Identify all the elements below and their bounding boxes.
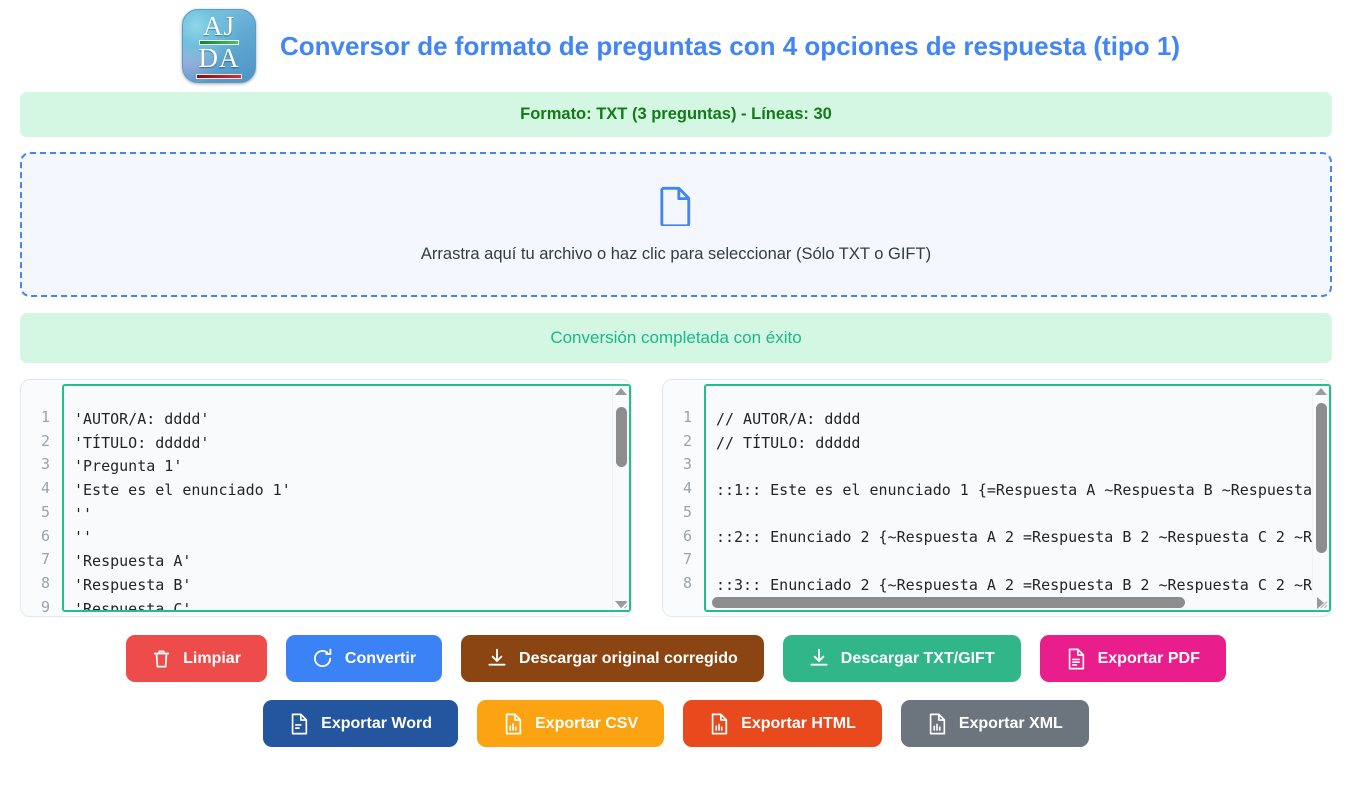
line-number: 1: [40, 408, 50, 426]
file-html-icon: [709, 713, 729, 735]
line-number: 5: [682, 502, 692, 521]
left-scroll-thumb[interactable]: [615, 407, 627, 467]
file-word-icon: [289, 713, 309, 735]
editors-container: 1 2 3 4 5 6 7 8 9 'AUTOR/A: dddd' 'TÍTULO: ddddd'…: [20, 379, 1332, 617]
convert-button[interactable]: Convertir: [285, 635, 443, 682]
line-number: 9: [40, 597, 50, 616]
right-horizontal-scrollbar[interactable]: [705, 595, 1312, 610]
button-label: Exportar Word: [321, 714, 432, 732]
status-message-text: Conversión completada con éxito: [550, 328, 802, 347]
line-number: 3: [682, 455, 692, 474]
button-label: Exportar PDF: [1097, 649, 1200, 667]
action-buttons-row-1: Limpiar Convertir Descargar original corre…: [20, 635, 1332, 682]
status-message: Conversión completada con éxito: [20, 313, 1332, 363]
file-pdf-icon: [1066, 648, 1086, 670]
file-dropzone[interactable]: Arrastra aquí tu archivo o haz clic para…: [20, 152, 1332, 297]
line-number: 4: [40, 479, 50, 498]
refresh-icon: [312, 648, 333, 669]
line-number: 6: [682, 526, 692, 545]
code-line: '': [74, 528, 93, 547]
logo-bottom-letters: DA: [198, 43, 240, 73]
page-title: Conversor de formato de preguntas con 4 …: [279, 30, 1181, 61]
code-line: 'Respuesta C': [74, 599, 192, 611]
code-line: 'Pregunta 1': [74, 457, 183, 476]
line-number: 6: [40, 526, 50, 545]
line-number: 5: [40, 502, 50, 521]
left-line-numbers: 1 2 3 4 5 6 7 8 9: [25, 384, 61, 616]
left-vertical-scrollbar[interactable]: [611, 386, 629, 610]
line-number: 2: [682, 431, 692, 450]
line-number: 7: [40, 550, 50, 569]
dropzone-label: Arrastra aquí tu archivo o haz clic para…: [420, 244, 932, 263]
line-number: 7: [682, 550, 692, 569]
export-xml-button[interactable]: Exportar XML: [900, 700, 1089, 747]
format-info-text: Formato: TXT (3 preguntas) - Líneas: 30: [520, 105, 832, 123]
button-label: Descargar original corregido: [519, 649, 738, 667]
button-label: Exportar CSV: [535, 714, 639, 732]
line-number: 4: [682, 479, 692, 498]
code-line: 'Este es el enunciado 1': [74, 481, 291, 500]
export-html-button[interactable]: Exportar HTML: [683, 700, 882, 747]
code-line: [716, 550, 1312, 574]
line-number: 3: [40, 455, 50, 474]
file-xml-icon: [927, 713, 947, 735]
code-line: ::3:: Enunciado 2 {~Respuesta A 2 =Respu…: [715, 575, 1312, 594]
scroll-up-arrow-icon[interactable]: [1315, 388, 1327, 395]
button-label: Descargar TXT/GIFT: [840, 649, 995, 667]
converted-gift-editor[interactable]: // AUTOR/A: dddd// TÍTULO: ddddd::1:: Es…: [703, 384, 1331, 612]
code-line: [716, 503, 1312, 527]
line-number: 8: [682, 573, 692, 592]
right-hscroll-thumb[interactable]: [711, 597, 1185, 608]
download-txt-gift-button[interactable]: Descargar TXT/GIFT: [782, 635, 1021, 682]
line-number: 8: [40, 573, 50, 592]
code-line: 'Respuesta A': [74, 552, 192, 571]
code-line: 'Respuesta B': [74, 575, 192, 594]
logo-red-bar: [195, 74, 242, 79]
button-label: Limpiar: [183, 649, 241, 667]
scroll-right-arrow-icon[interactable]: [1317, 596, 1324, 609]
button-label: Exportar HTML: [741, 714, 856, 732]
scroll-down-arrow-icon[interactable]: [614, 601, 627, 608]
code-line: ::2:: Enunciado 2 {~Respuesta A 2 =Respu…: [715, 528, 1312, 547]
download-icon: [809, 648, 829, 669]
right-scroll-thumb[interactable]: [1316, 403, 1327, 553]
download-icon: [487, 648, 507, 669]
file-csv-icon: [503, 713, 523, 735]
right-resize-grip[interactable]: [1317, 598, 1328, 609]
logo-green-bar: [198, 40, 239, 45]
left-resize-grip[interactable]: [617, 598, 628, 609]
code-line: [716, 455, 1312, 479]
right-vertical-scrollbar[interactable]: [1312, 386, 1329, 610]
format-info-bar: Formato: TXT (3 preguntas) - Líneas: 30: [20, 92, 1332, 137]
trash-icon: [152, 649, 171, 669]
code-line: 'TÍTULO: ddddd': [74, 433, 210, 452]
app-header: AJ DA Conversor de formato de preguntas …: [20, 0, 1332, 92]
logo-top-letters: AJ: [202, 11, 235, 41]
line-number: 1: [682, 408, 692, 426]
converted-gift-content[interactable]: // AUTOR/A: dddd// TÍTULO: ddddd::1:: Es…: [705, 386, 1312, 610]
download-original-button[interactable]: Descargar original corregido: [461, 635, 764, 682]
export-pdf-button[interactable]: Exportar PDF: [1039, 635, 1226, 682]
clear-button[interactable]: Limpiar: [126, 635, 267, 682]
code-line: 'AUTOR/A: dddd': [74, 410, 210, 428]
button-label: Exportar XML: [958, 714, 1063, 732]
scroll-up-arrow-icon[interactable]: [614, 388, 627, 395]
code-line: '': [74, 504, 93, 523]
code-line: // AUTOR/A: dddd: [715, 410, 861, 428]
right-hscroll-corner[interactable]: [1312, 595, 1329, 610]
code-line: // TÍTULO: ddddd: [715, 433, 861, 452]
export-csv-button[interactable]: Exportar CSV: [477, 700, 665, 747]
file-document-icon: [659, 186, 693, 231]
original-editor-panel: 1 2 3 4 5 6 7 8 9 'AUTOR/A: dddd' 'TÍTULO: ddddd'…: [20, 379, 632, 617]
line-number: 2: [40, 431, 50, 450]
ajda-logo-icon: AJ DA: [181, 9, 256, 83]
right-line-numbers: 1 2 3 4 5 6 7 8: [666, 384, 703, 612]
action-buttons-row-2: Exportar Word Exportar CSV Exportar HTML Ex…: [20, 700, 1332, 747]
button-label: Convertir: [344, 649, 417, 667]
export-word-button[interactable]: Exportar Word: [263, 700, 458, 747]
code-line: ::1:: Este es el enunciado 1 {=Respuesta…: [715, 481, 1312, 500]
original-text-editor[interactable]: 'AUTOR/A: dddd' 'TÍTULO: ddddd' 'Pregunta …: [62, 384, 631, 612]
original-text-content[interactable]: 'AUTOR/A: dddd' 'TÍTULO: ddddd' 'Pregunta …: [64, 386, 612, 610]
